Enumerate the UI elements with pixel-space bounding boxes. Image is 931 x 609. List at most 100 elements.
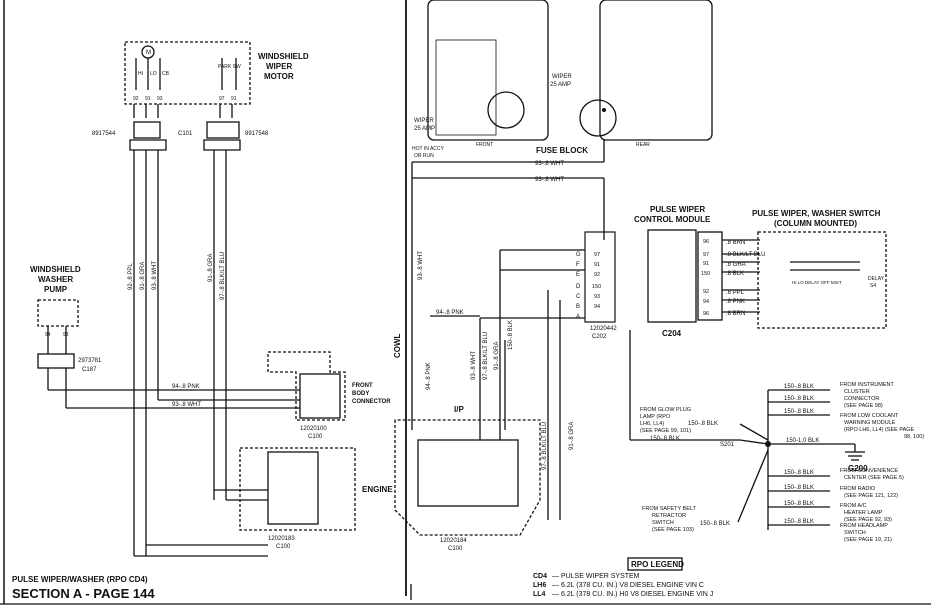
- motor-pin-93: 93: [157, 96, 163, 102]
- front-body-id: C100: [308, 434, 323, 440]
- inst-cluster-3: CONNECTOR: [844, 396, 879, 402]
- wire-93-wht-vertical-2: 93-.8 WHT: [471, 351, 477, 380]
- ground-center-wire: 150-1.0 BLK: [786, 438, 819, 444]
- coolant-4: 98, 100): [904, 434, 924, 440]
- headlamp-3: (SEE PAGE 19, 21): [844, 537, 892, 543]
- c202-pin-150: 150: [592, 284, 601, 290]
- headlamp-1: FROM HEADLAMP: [840, 523, 888, 529]
- wire-150-blk-vertical: 150-.8 BLK: [508, 320, 514, 350]
- c101-left-part: 8917544: [92, 131, 116, 137]
- motor-title-2: WIPER: [266, 62, 292, 71]
- motor-label-hi: HI: [138, 71, 143, 77]
- fuse-hot-2: OR RUN: [414, 153, 434, 159]
- seatbelt-line-1: FROM SAFETY BELT: [642, 506, 697, 512]
- c202-pin-92: 92: [594, 272, 600, 278]
- ac-3: (SEE PAGE 92, 93): [844, 517, 892, 523]
- seatbelt-line-2: RETRACTOR: [652, 513, 686, 519]
- c101-id: C101: [178, 131, 193, 137]
- rpo-cd4-text: — PULSE WIPER SYSTEM: [552, 573, 640, 580]
- front-body-2: BODY: [352, 391, 369, 397]
- switch-pin-92: 92: [703, 289, 709, 295]
- switch-s4: S4: [870, 283, 876, 289]
- engine-label: ENGINE: [362, 485, 393, 494]
- wire-91-gra-vertical: 91-.8 GRA: [494, 342, 500, 370]
- switch-pin-94: 94: [703, 299, 709, 305]
- glow-line-3: LH6, LL4): [640, 421, 664, 427]
- right-wire-2: 150-.8 BLK: [784, 409, 814, 415]
- motor-label-lo: LO: [150, 71, 157, 77]
- wire-93-wht: 93-.8 WHT: [152, 261, 158, 290]
- wire-97-blk-vertical-2: 97-.8 BLK/LT BLU: [542, 422, 548, 470]
- coolant-3: (RPO LH6, LL4) (SEE PAGE: [844, 427, 915, 433]
- inst-cluster-4: (SEE PAGE 98): [844, 403, 883, 409]
- c202-pin-94: 94: [594, 304, 600, 310]
- rpo-title: RPO LEGEND: [631, 560, 684, 569]
- headlamp-2: SWITCH: [844, 530, 866, 536]
- front-body-3: CONNECTOR: [352, 399, 391, 405]
- pump-title-2: WASHER: [38, 275, 73, 284]
- ac-2: HEATER LAMP: [844, 510, 883, 516]
- footer-section: SECTION A - PAGE 144: [12, 586, 155, 601]
- motor-pin-97: 97: [219, 96, 225, 102]
- c202-letter-b: B: [576, 304, 580, 310]
- glow-wire: 150-.8 BLK: [688, 421, 718, 427]
- switch-title-2: (COLUMN MOUNTED): [774, 219, 857, 228]
- switch-wire-gra: .8 GRA: [726, 262, 746, 268]
- ac-1: FROM A/C: [840, 503, 867, 509]
- right-wire-1: 150-.8 BLK: [784, 384, 814, 390]
- rpo-lh6-code: LH6: [533, 582, 546, 589]
- rpo-lh6-text: — 6.2L (378 CU. IN.) V8 DIESEL ENGINE VI…: [552, 582, 704, 589]
- glow-wire-2: 150-.8 BLK: [650, 436, 680, 442]
- c202-letter-d: D: [576, 284, 581, 290]
- fuse-front: FRONT: [476, 142, 493, 148]
- wire-97-blk-vertical: 97-.8 BLK/LT BLU: [483, 332, 489, 380]
- radio-2: (SEE PAGE 121, 122): [844, 493, 898, 499]
- motor-symbol: M: [146, 50, 151, 56]
- ip-part: 12020184: [440, 538, 467, 544]
- wire-91-gra-vertical-2: 91-.8 GRA: [569, 422, 575, 450]
- fuse-hot-1: HOT IN ACCY: [412, 146, 445, 152]
- right-wire-4: 150-.8 BLK: [784, 485, 814, 491]
- pump-pin-93: 93: [63, 332, 69, 338]
- wire-91-gra-right: 91-.8 GRA: [208, 254, 214, 282]
- c202-letter-c: C: [576, 294, 581, 300]
- switch-pin-150: 150: [701, 271, 710, 277]
- wire-93-wht-top2: 93-.8 WHT: [535, 177, 564, 183]
- switch-wire-blk: .8 BLK: [726, 271, 744, 277]
- coolant-2: WARNING MODULE: [844, 420, 896, 426]
- seatbelt-line-4: (SEE PAGE 103): [652, 527, 694, 533]
- switch-title-1: PULSE WIPER, WASHER SWITCH: [752, 209, 881, 218]
- pump-title-1: WINDSHIELD: [30, 265, 81, 274]
- wire-93-wht-vertical: 93-.8 WHT: [418, 251, 424, 280]
- fuse-wiper-right-2: 25 AMP: [550, 82, 571, 88]
- c202-part: 12020442: [590, 326, 617, 332]
- wire-94-pnk: 94-.8 PNK: [172, 384, 200, 390]
- engine-id: C100: [276, 544, 291, 550]
- ip-id: C100: [448, 546, 463, 552]
- switch-wire-pnk: .8 PNK: [726, 299, 745, 305]
- rpo-ll4-code: LL4: [533, 591, 546, 598]
- ip-label: I/P: [454, 405, 464, 414]
- fuse-wiper-right-1: WIPER: [552, 74, 572, 80]
- convenience-1: FROM CONVENIENCE: [840, 468, 898, 474]
- pump-pin-94: 94: [45, 332, 51, 338]
- radio-1: FROM RADIO: [840, 486, 876, 492]
- fuse-block-title: FUSE BLOCK: [536, 146, 588, 155]
- motor-pin-92: 92: [133, 96, 139, 102]
- rpo-ll4-text: — 6.2L (378 CU. IN.) H0 V8 DIESEL ENGINE…: [552, 591, 713, 598]
- switch-pin-96: 96: [703, 239, 709, 245]
- c187-id: C187: [82, 367, 97, 373]
- inst-cluster-1: FROM INSTRUMENT: [840, 382, 894, 388]
- seatbelt-line-3: SWITCH: [652, 520, 674, 526]
- rpo-cd4-code: CD4: [533, 573, 547, 580]
- switch-positions: HI LO DELAY OFF MIST: [792, 280, 842, 285]
- motor-label-cb: CB: [162, 71, 170, 77]
- seatbelt-wire: 150-.8 BLK: [700, 521, 730, 527]
- splice-s201: S201: [720, 442, 735, 448]
- fuse-wiper-left-1: WIPER: [414, 118, 434, 124]
- switch-wire-ppl: .8 PPL: [726, 290, 745, 296]
- module-title-1: PULSE WIPER: [650, 205, 705, 214]
- front-body-part: 12020100: [300, 426, 327, 432]
- ground-g200: G200: [848, 464, 868, 473]
